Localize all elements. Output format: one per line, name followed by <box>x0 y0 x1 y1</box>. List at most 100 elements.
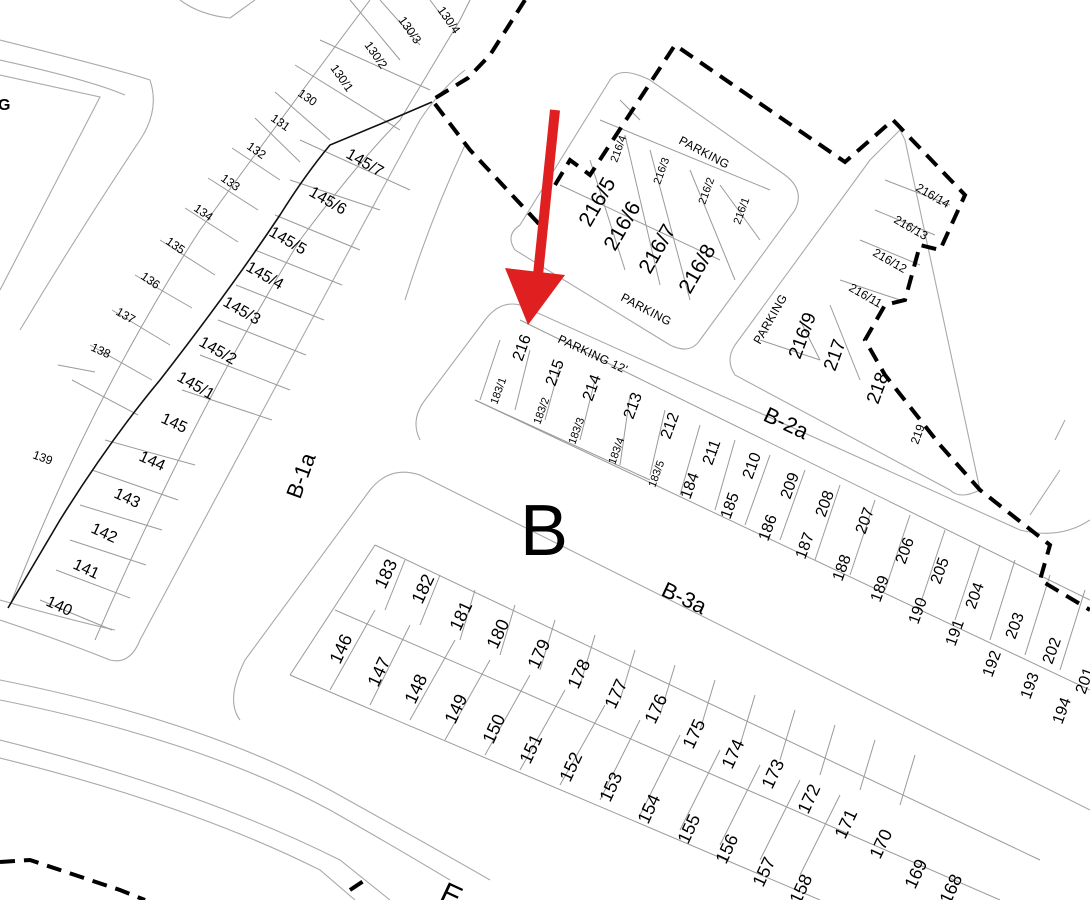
plot-label: 142 <box>88 520 119 547</box>
plot-label: 183/3 <box>567 416 588 446</box>
plot-label: 155 <box>673 811 704 847</box>
plot-label: 172 <box>793 781 824 817</box>
plot-label: 201 <box>1073 665 1090 696</box>
plot-label: 156 <box>711 831 742 867</box>
plot-label: 144 <box>136 448 167 475</box>
plot-label: 203 <box>1003 610 1028 641</box>
plot-label: 179 <box>523 636 554 672</box>
plot-label: 208 <box>813 488 838 519</box>
plot-label: 130/4 <box>435 4 464 37</box>
plot-label: 152 <box>555 749 586 785</box>
pointer-arrow <box>505 109 565 325</box>
plot-label: 133 <box>218 171 243 194</box>
plot-label: 215 <box>543 357 568 388</box>
plot-label: 173 <box>757 756 788 792</box>
plot-label: 154 <box>633 791 664 827</box>
plot-label: 176 <box>640 691 671 727</box>
plot-label: 131 <box>268 111 293 134</box>
plot-label: 178 <box>563 656 594 692</box>
plot-label: 190 <box>906 595 931 626</box>
plot-label: 214 <box>580 372 605 403</box>
plot-label: 183/1 <box>489 376 510 406</box>
plot-label: 216/7 <box>634 220 680 277</box>
plot-label: 192 <box>980 648 1005 679</box>
fragment-label-g: G <box>0 97 10 114</box>
plot-label: 183/2 <box>532 396 553 426</box>
plot-label: 216 <box>510 332 535 363</box>
plot-label: 140 <box>43 593 74 620</box>
block-label-b3a: B-3a <box>658 577 711 620</box>
plot-label: 171 <box>830 806 861 842</box>
plot-label: 213 <box>621 390 646 421</box>
plot-label: 170 <box>865 826 896 862</box>
plot-label: 139 <box>31 448 55 468</box>
fragment-label-bottom: E <box>435 876 467 900</box>
plot-label: 158 <box>785 871 816 900</box>
plot-label: 141 <box>70 556 101 583</box>
plot-label: 145/5 <box>266 224 309 259</box>
plot-label: 145/6 <box>306 184 349 219</box>
plot-label: 210 <box>740 450 765 481</box>
plot-label: 185 <box>718 490 743 521</box>
plot-label: 217 <box>820 337 851 374</box>
plot-label: 206 <box>893 535 918 566</box>
plot-label: 218 <box>863 370 894 407</box>
plot-label: 145/2 <box>196 334 239 369</box>
plot-label: 209 <box>778 470 803 501</box>
plot-label: 182 <box>407 571 438 607</box>
plot-label: 211 <box>700 437 725 467</box>
plot-label: 216/9 <box>785 310 821 362</box>
plot-label: 183 <box>370 556 401 592</box>
parking-label-12ft: PARKING 12' <box>556 332 630 377</box>
plot-label: 181 <box>445 598 476 634</box>
plot-label: 216/1 <box>732 196 753 226</box>
plot-label: 138 <box>89 340 113 361</box>
plot-label: 212 <box>658 410 683 441</box>
plot-label: 153 <box>595 769 626 805</box>
plot-label: 145/1 <box>174 369 217 404</box>
plot-label: 187 <box>793 530 818 561</box>
plot-label: 135 <box>163 234 188 257</box>
plot-label: 149 <box>440 691 471 727</box>
plot-label: 216/2 <box>697 176 718 206</box>
plot-label: 174 <box>717 736 748 772</box>
plot-label: 146 <box>325 631 356 667</box>
plot-label: 180 <box>482 616 513 652</box>
plot-label: 193 <box>1018 670 1043 701</box>
plot-label: 148 <box>400 671 431 707</box>
block-boundary-line <box>7 101 433 609</box>
plot-lines <box>9 0 1090 900</box>
plot-label: 183/5 <box>647 459 668 489</box>
parking-label-side: PARKING <box>750 292 790 347</box>
plot-label: 189 <box>868 573 893 604</box>
plot-label: 205 <box>928 555 953 586</box>
plot-label: 216/11 <box>847 280 885 310</box>
plot-label: 188 <box>830 552 855 583</box>
plot-label: 168 <box>935 871 966 900</box>
plot-label: 219 <box>908 422 928 446</box>
plot-labels-b3a-grid: 183 182 181 180 179 178 177 176 175 174 … <box>325 556 966 900</box>
plot-label: 151 <box>515 731 546 767</box>
plot-label: 157 <box>748 854 779 890</box>
plot-label: 145/4 <box>243 259 286 294</box>
plot-label: 145/7 <box>343 146 386 181</box>
block-letter-label: B <box>520 491 568 571</box>
plot-label: 216/13 <box>892 212 931 243</box>
plot-label: 143 <box>111 485 142 512</box>
plot-label: 130 <box>295 86 320 109</box>
plot-label: 216/12 <box>871 245 910 276</box>
plot-label: 145 <box>158 410 189 437</box>
parking-label-middle: PARKING <box>619 290 674 328</box>
plot-label: 130/1 <box>328 62 357 95</box>
plot-label: 202 <box>1040 635 1065 666</box>
block-label-b1a: B-1a <box>281 449 321 502</box>
plot-label: 184 <box>678 470 703 501</box>
plot-label: 175 <box>678 716 709 752</box>
plot-label: 147 <box>363 654 394 690</box>
plot-label: 186 <box>756 512 781 543</box>
plot-label: 169 <box>900 856 931 892</box>
